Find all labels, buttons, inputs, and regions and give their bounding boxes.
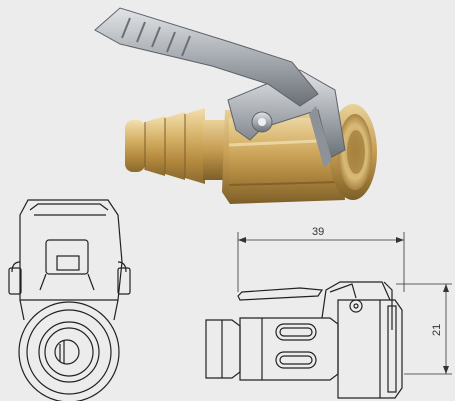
brass-clip-on-air-chuck-photo bbox=[94, 7, 377, 204]
dimension-height: 21 bbox=[396, 283, 452, 375]
side-view-drawing bbox=[205, 281, 403, 399]
front-view-drawing bbox=[8, 199, 131, 401]
hose-barb bbox=[125, 108, 229, 184]
dimension-height-label: 21 bbox=[431, 324, 443, 336]
steel-lever bbox=[94, 7, 319, 107]
dimension-length-label: 39 bbox=[312, 226, 324, 238]
rivet-icon bbox=[251, 111, 273, 133]
dimension-length: 39 bbox=[237, 226, 405, 292]
